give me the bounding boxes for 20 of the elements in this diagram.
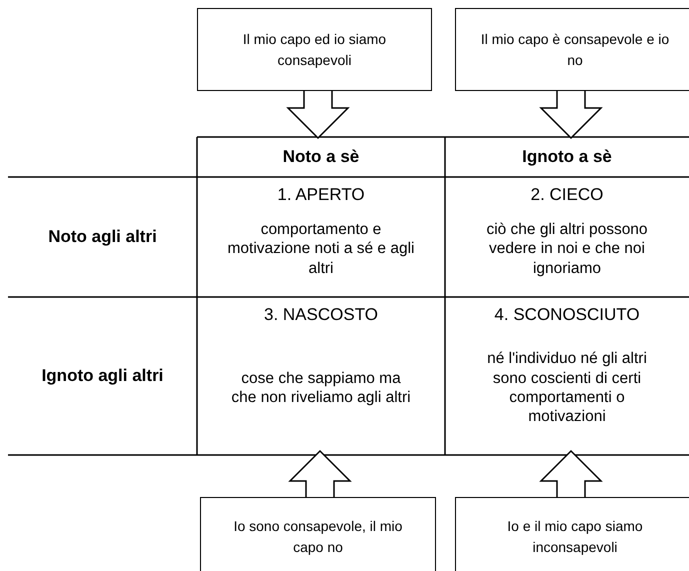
callout-box: Il mio capo ed io siamo consapevoli [197,8,432,91]
header-cell: Ignoto a sè [445,137,689,177]
block-arrow [286,90,350,140]
callout-box: Io e il mio capo siamo inconsapevoli [455,497,689,571]
header-cell: Noto a sè [197,137,445,177]
quadrant-title: 4. SCONOSCIUTO [494,305,640,325]
header-cell: Noto agli altri [8,177,197,297]
block-arrow [539,450,603,498]
quadrant-description: né l'individuo né gli altri sono coscienti di certi comportamenti o motivazioni [486,349,648,428]
header-cell: Ignoto agli altri [8,297,197,455]
block-arrow [288,450,352,498]
quadrant-description: cose che sappiamo ma che non riveliamo agli altri [230,368,412,408]
quadrant-description: ciò che gli altri possono vedere in noi e che noi ignoriamo [485,220,649,279]
quadrant-description: comportamento e motivazione noti a sé e agli altri [227,220,415,279]
quadrant-title: 2. CIECO [530,185,604,205]
block-arrow [539,90,603,140]
callout-box: Il mio capo è consapevole e io no [455,8,689,91]
quadrant-title: 3. NASCOSTO [264,305,378,325]
quadrant-title: 1. APERTO [277,185,365,205]
callout-box: Io sono consapevole, il mio capo no [200,497,436,571]
